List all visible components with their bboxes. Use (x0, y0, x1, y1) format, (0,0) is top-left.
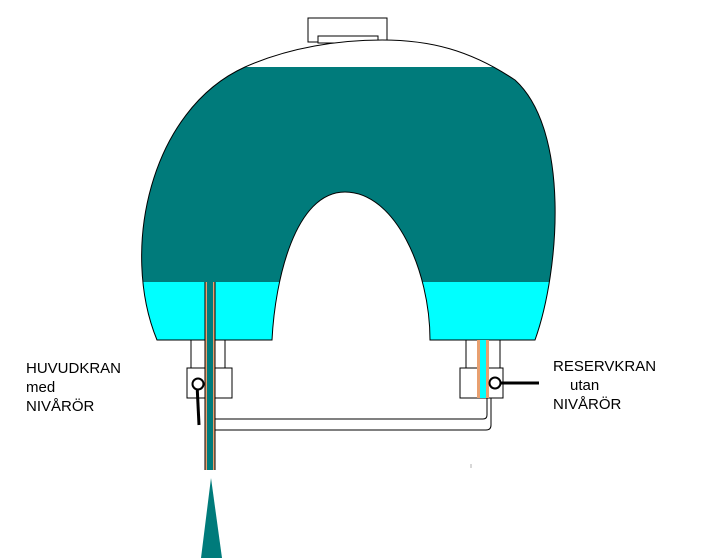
fuel-outlet-jet (201, 478, 222, 558)
main-valve-handle-icon[interactable] (191, 377, 205, 426)
main-level-tube-fuel (207, 282, 213, 470)
fuel-level (141, 67, 556, 282)
reserve-valve-label-line1: RESERVKRAN (553, 358, 657, 375)
reserve-fuel-level (141, 282, 556, 340)
reserve-valve-label-line2: utan (570, 377, 600, 394)
main-valve-label: HUVUDKRAN med NIVÅRÖR (26, 359, 121, 416)
reserve-valve-handle-icon[interactable] (488, 376, 540, 390)
reserve-valve-label: RESERVKRAN utan NIVÅRÖR (553, 357, 656, 414)
reserve-valve-label-line3: NIVÅRÖR (553, 396, 622, 413)
tank-body (141, 39, 556, 341)
main-valve-label-line2: med (26, 379, 56, 396)
main-valve-label-line3: NIVÅRÖR (26, 398, 95, 415)
main-valve-label-line1: HUVUDKRAN (26, 360, 122, 377)
reserve-fuel-line (207, 398, 492, 431)
reserve-level-tube-fuel (480, 340, 486, 398)
